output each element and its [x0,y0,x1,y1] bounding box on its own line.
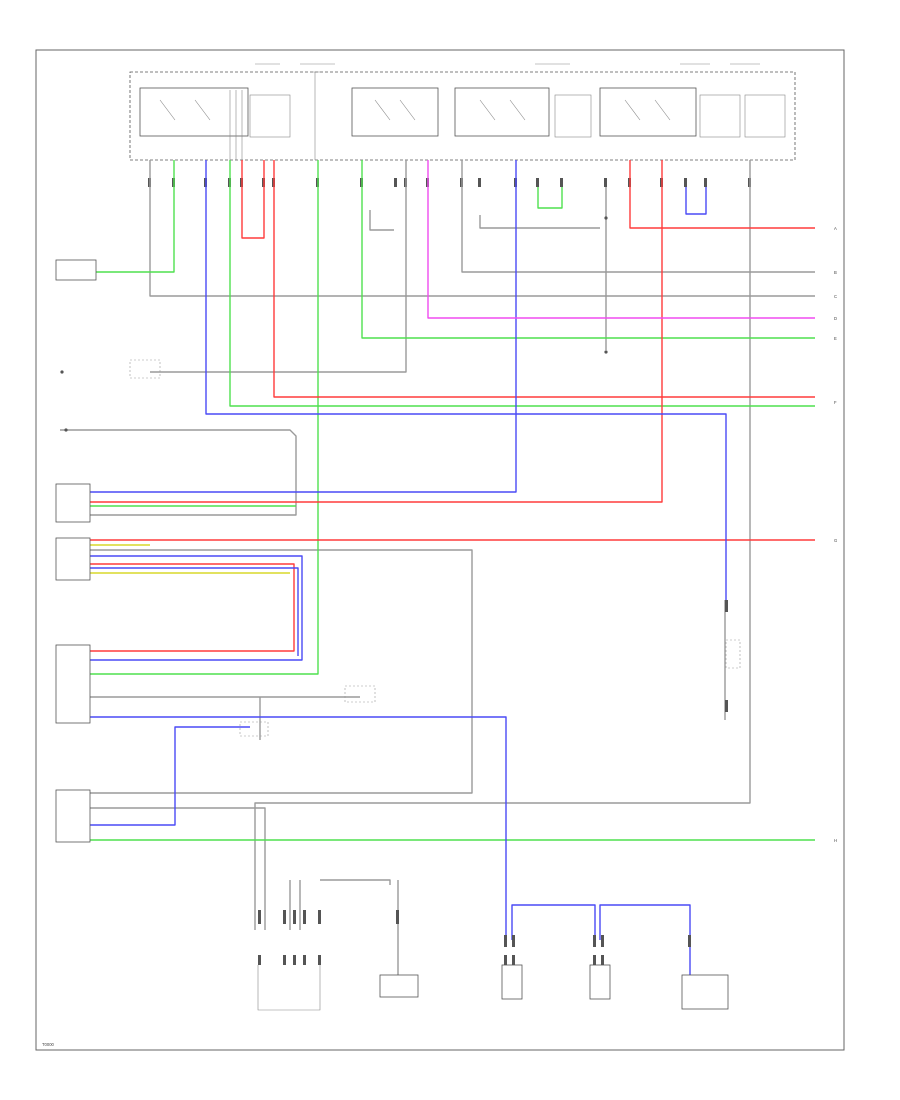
junction-connector-right [725,639,741,669]
yellow-wires [90,544,290,574]
ground-point-1 [60,370,64,374]
main-body-ecu-box [55,483,91,523]
blue-wires [90,160,727,975]
relay-2 [351,87,439,137]
component-sensor-left [501,964,523,1000]
page-arrow-e: E [834,336,837,341]
junction-connector-3 [239,721,269,737]
page-arrow-c: C [834,294,837,299]
relay-4 [599,87,697,137]
junction-connector-1 [129,359,161,379]
diagram-border [35,49,845,1051]
page-arrow-g: G [834,538,837,543]
page-arrow-b: B [834,270,837,275]
transmission-ecu-box [55,789,91,843]
green-wires [90,160,815,841]
fuse-column-1 [249,94,291,138]
fuse-column-4 [744,94,786,138]
page-arrow-f: F [834,400,837,405]
meter-ecu-box [55,644,91,724]
diagram-code: T0000 [42,1042,55,1047]
gateway-ecu-box [55,537,91,581]
bottom-components [257,964,729,1011]
ground-point-3 [604,216,608,220]
red-wires [90,160,815,652]
relay-connectors [148,178,751,187]
magenta-wires [427,160,815,319]
component-actuator [681,974,729,1010]
relay-1 [139,87,249,137]
left-components [55,216,608,843]
component-steering-switch [379,974,419,998]
page-arrow-d: D [834,316,837,321]
fuse-column-2 [554,94,592,138]
junction-connector-2 [344,685,376,703]
fuse-column-3 [699,94,741,138]
page-arrow-a: A [834,226,837,231]
component-sensor-right [589,964,611,1000]
engine-switch-box [55,259,97,281]
bottom-connectors [258,600,728,965]
relay-3 [454,87,550,137]
ground-point-4 [604,350,608,354]
page-arrow-h: H [834,838,837,843]
ground-point-2 [64,428,68,432]
fuse-relay-block [129,63,796,161]
page-arrows: A B C D E F G H [834,226,837,843]
